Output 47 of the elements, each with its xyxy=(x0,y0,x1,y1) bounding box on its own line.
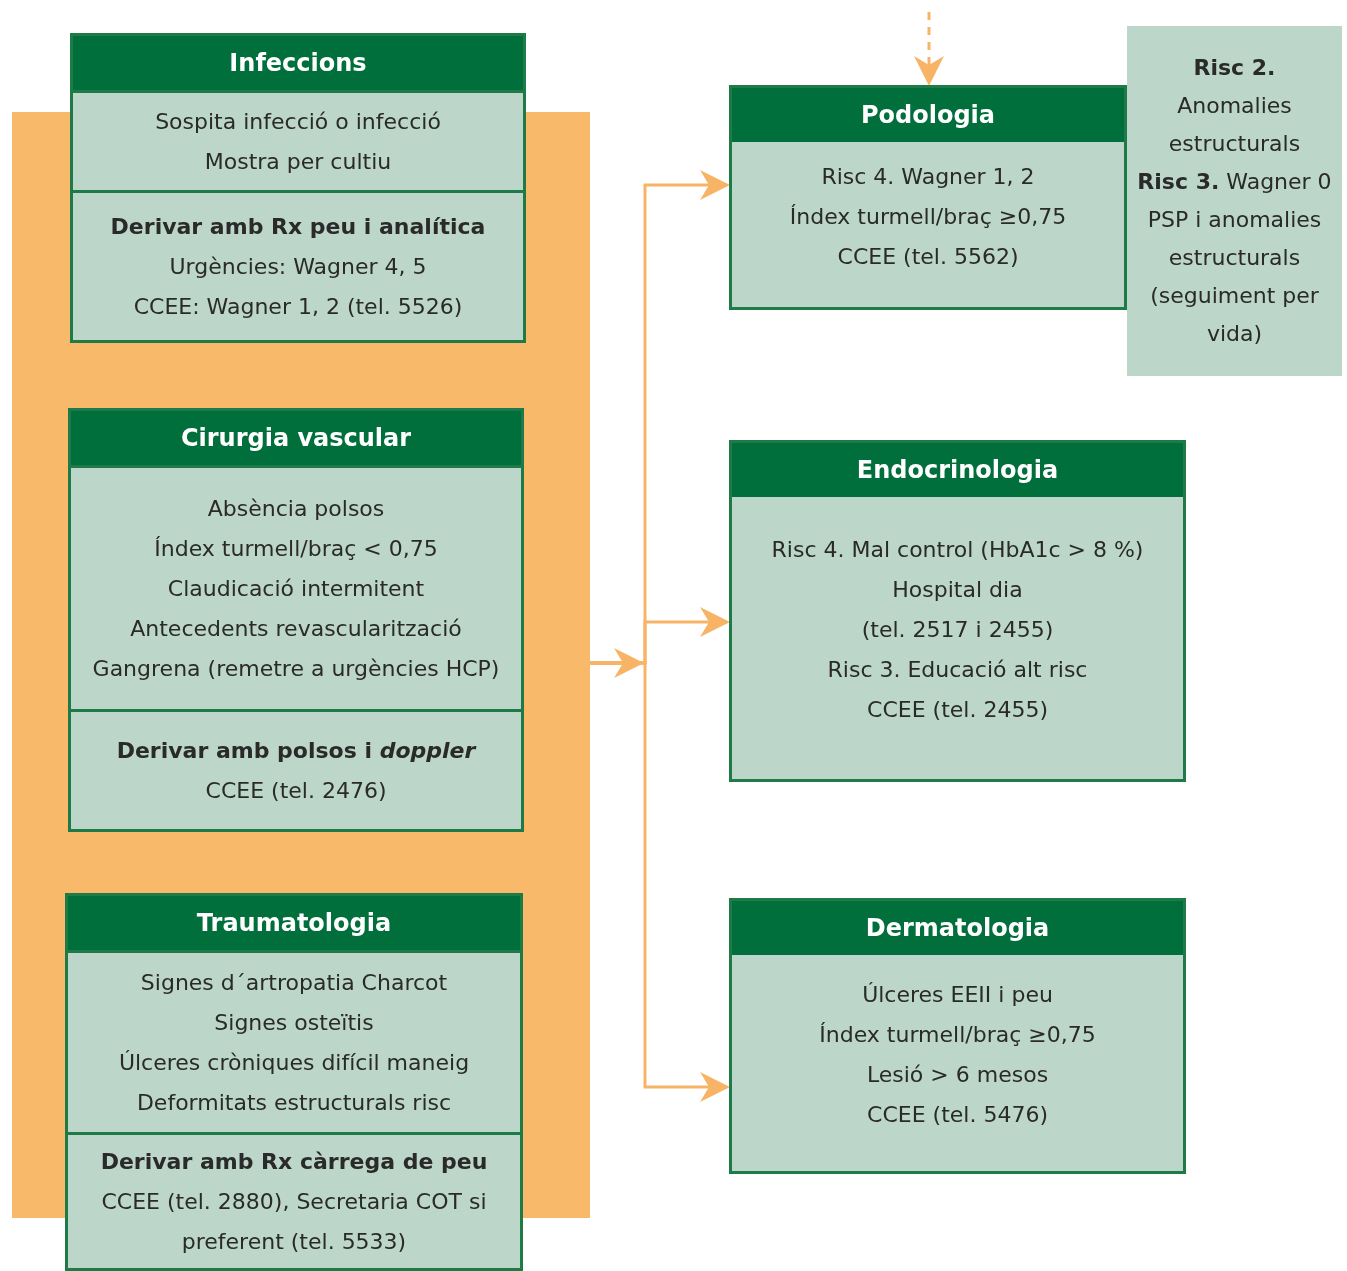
body-text: CCEE (tel. 2476) xyxy=(205,776,387,805)
body-text: CCEE (tel. 5562) xyxy=(837,242,1019,271)
service-card xyxy=(729,85,1127,310)
body-text: Deformitats estructurals risc xyxy=(136,1088,452,1117)
department-card xyxy=(70,33,526,193)
body-text: Hospital dia xyxy=(892,576,1023,604)
header-bar: Infeccions xyxy=(73,36,523,90)
body-text: Mostra per cultiu xyxy=(204,147,392,176)
note-box xyxy=(1127,26,1342,376)
referral-heading: Derivar amb Rx càrrega de peu xyxy=(100,1147,488,1176)
body-text: Signes d´artropatia Charcot xyxy=(140,968,448,997)
department-card xyxy=(68,408,524,832)
body-text: Risc 3. Educació alt risc xyxy=(827,656,1088,684)
referral-heading: Derivar amb Rx peu i analítica xyxy=(110,212,486,241)
header-bar: Endocrinologia xyxy=(732,443,1183,497)
department-card xyxy=(65,893,523,1271)
body-text: CCEE: Wagner 1, 2 (tel. 5526) xyxy=(133,292,463,321)
body-text: Úlceres EEII i peu xyxy=(862,981,1053,1009)
body-text: Urgències: Wagner 4, 5 xyxy=(169,252,427,281)
note-text: Risc 3. Wagner 0 PSP i anomalies estructurals (seguiment per vida) xyxy=(1136,168,1333,348)
body-text: Sospita infecció o infecció xyxy=(155,107,441,136)
header-bar: Traumatologia xyxy=(68,896,520,950)
header-bar: Dermatologia xyxy=(732,901,1183,955)
body-text: Lesió > 6 mesos xyxy=(866,1061,1049,1089)
header-bar: Podologia xyxy=(732,88,1124,142)
body-text: Absència polsos xyxy=(207,494,385,523)
body-text: (tel. 2517 i 2455) xyxy=(861,616,1054,644)
body-text: CCEE (tel. 2880), Secretaria COT si preferent (tel. 5533) xyxy=(100,1187,488,1256)
body-text: CCEE (tel. 2455) xyxy=(867,696,1048,724)
referral-heading: Derivar amb polsos i doppler xyxy=(116,736,476,765)
body-text: Risc 4. Mal control (HbA1c > 8 %) xyxy=(771,536,1144,564)
body-text: CCEE (tel. 5476) xyxy=(867,1101,1048,1129)
body-text: Índex turmell/braç ≥0,75 xyxy=(789,202,1067,231)
body-text: Índex turmell/braç ≥0,75 xyxy=(819,1021,1096,1049)
header-bar: Cirurgia vascular xyxy=(71,411,521,465)
dashed-arrow xyxy=(914,12,944,86)
body-text: Gangrena (remetre a urgències HCP) xyxy=(92,654,500,683)
arrow xyxy=(590,648,644,678)
service-card xyxy=(729,898,1186,1174)
note-text: Risc 2. Anomalies estructurals xyxy=(1167,54,1302,158)
body-text: Úlceres cròniques difícil maneig xyxy=(118,1048,470,1077)
body-text: Claudicació intermitent xyxy=(167,574,425,603)
service-card xyxy=(729,440,1186,782)
body-text: Signes osteïtis xyxy=(214,1008,374,1037)
body-text: Antecedents revascularització xyxy=(130,614,462,643)
body-text: Índex turmell/braç < 0,75 xyxy=(154,534,438,563)
body-text: Risc 4. Wagner 1, 2 xyxy=(821,162,1035,191)
